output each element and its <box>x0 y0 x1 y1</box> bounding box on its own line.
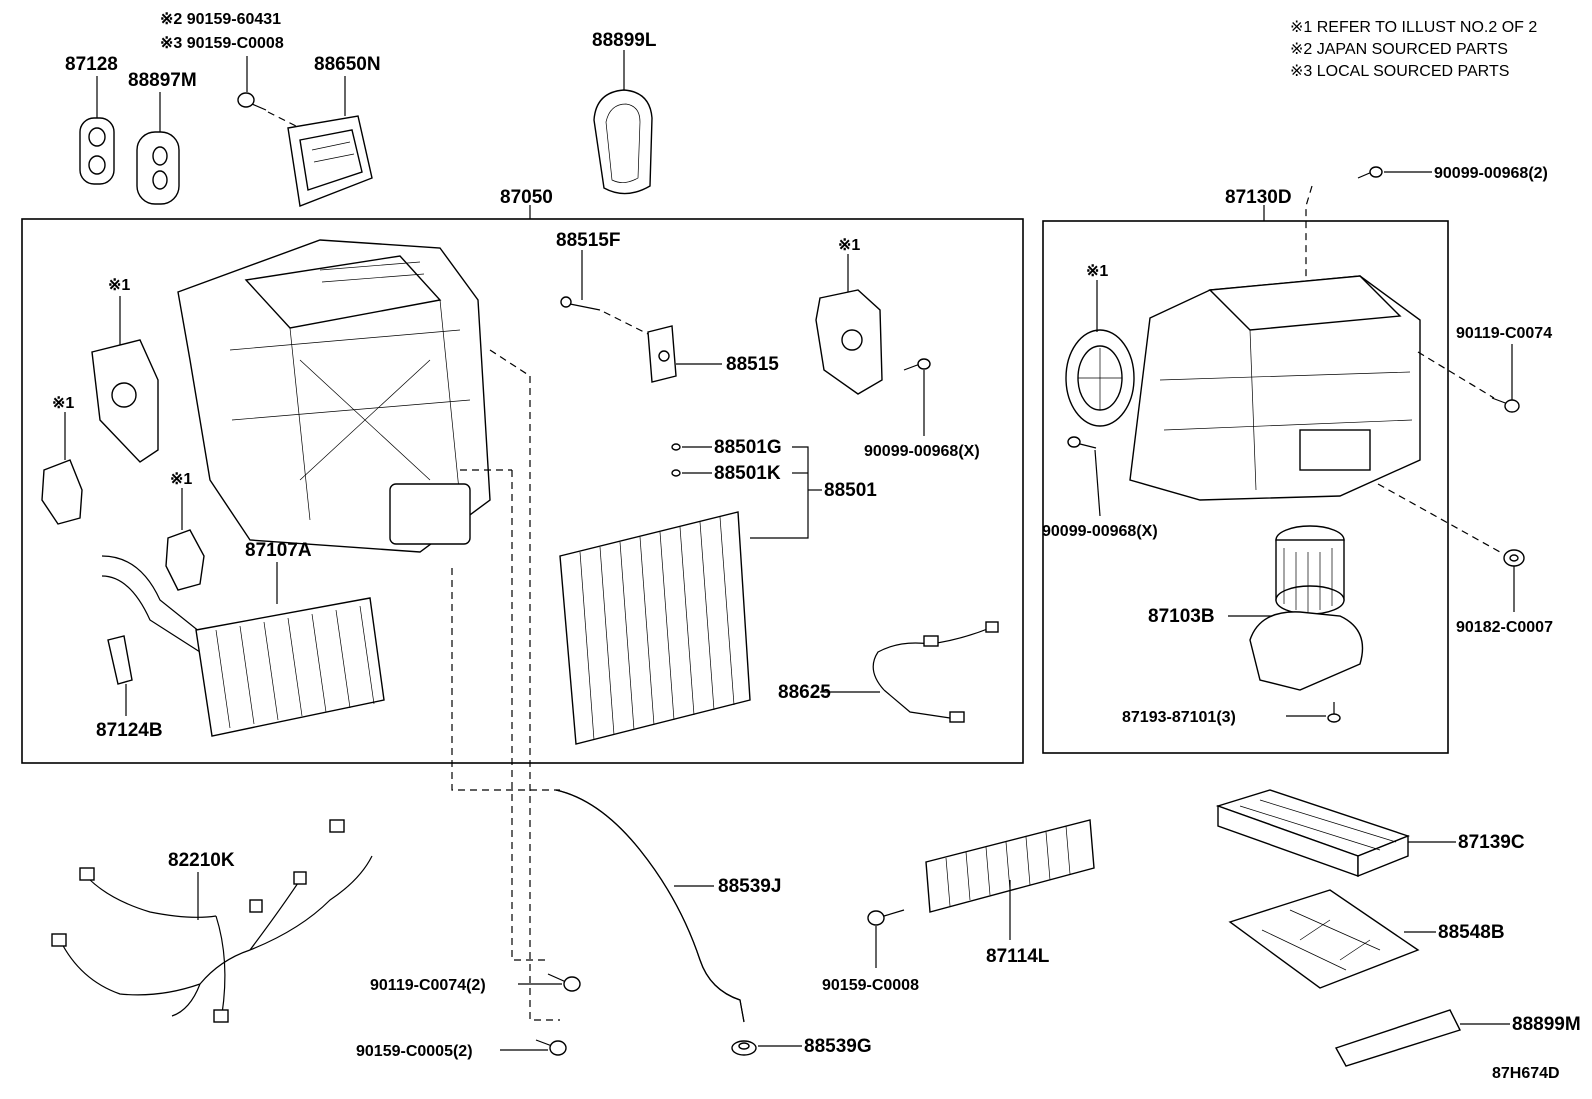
bolt-88515F-part <box>560 296 601 311</box>
label-88501G[interactable]: 88501G <box>714 437 782 458</box>
screw-87193-part <box>1327 702 1341 723</box>
label-90099-00968-X-a[interactable]: 90099-00968(X) <box>864 443 980 460</box>
blower-case-part <box>1129 275 1421 501</box>
actuator-upper-left-part <box>91 339 159 463</box>
blower-unit-box <box>1042 220 1449 754</box>
label-ref1-a: ※1 <box>108 277 130 294</box>
cover-88899M-part <box>1334 1009 1461 1067</box>
label-88899M[interactable]: 88899M <box>1512 1014 1581 1035</box>
label-87139C[interactable]: 87139C <box>1458 832 1525 853</box>
evaporator-88501-part <box>559 511 751 745</box>
frame-87114L-part <box>925 819 1095 913</box>
main-unit-box <box>21 218 1024 764</box>
blower-motor-87103B-part <box>1249 525 1364 691</box>
screw-90099-2-part <box>1357 166 1383 179</box>
filter-tray-88548B-part <box>1228 889 1420 989</box>
label-88501[interactable]: 88501 <box>824 480 877 501</box>
label-88897M[interactable]: 88897M <box>128 70 197 91</box>
damper-part <box>1065 329 1135 427</box>
label-88539G[interactable]: 88539G <box>804 1036 872 1057</box>
label-88899L[interactable]: 88899L <box>592 30 657 51</box>
note-1: ※1 REFER TO ILLUST NO.2 OF 2 <box>1290 19 1537 36</box>
actuator-small-part <box>165 529 205 591</box>
label-87107A[interactable]: 87107A <box>245 540 312 561</box>
label-88548B[interactable]: 88548B <box>1438 922 1505 943</box>
heater-core-87107A-part <box>101 555 385 737</box>
nut-90182-part <box>1503 549 1525 567</box>
screw-90119-part <box>1491 397 1520 413</box>
ecu-88650N-part <box>287 115 373 207</box>
hvac-case-part <box>177 239 491 553</box>
grommet-87128-part <box>79 117 115 185</box>
actuator-lower-left-part <box>41 459 83 525</box>
label-87130D[interactable]: 87130D <box>1225 187 1292 208</box>
label-87193-87101-3[interactable]: 87193-87101(3) <box>1122 709 1236 726</box>
label-ref1-d: ※1 <box>838 237 860 254</box>
seal-88897M-part <box>136 131 180 205</box>
label-ref1-b: ※1 <box>52 395 74 412</box>
label-90099-00968-X-b[interactable]: 90099-00968(X) <box>1042 523 1158 540</box>
label-87103B[interactable]: 87103B <box>1148 606 1215 627</box>
clip-87124B-part <box>107 635 133 685</box>
grommet-88539G-part <box>731 1040 757 1056</box>
label-87114L[interactable]: 87114L <box>986 946 1050 967</box>
note-2: ※2 JAPAN SOURCED PARTS <box>1290 41 1508 58</box>
label-87050[interactable]: 87050 <box>500 187 553 208</box>
expansion-valve-88515-part <box>647 325 677 383</box>
diagram-id: 87H674D <box>1492 1065 1560 1082</box>
cover-88899L-part <box>593 89 653 195</box>
label-90159-60431[interactable]: ※2 90159-60431 <box>160 11 281 28</box>
label-ref1-e: ※1 <box>1086 263 1108 280</box>
label-88515[interactable]: 88515 <box>726 354 779 375</box>
screw-90099-a-part <box>903 358 931 371</box>
screw-90159-bottom-part <box>867 909 905 926</box>
screw-90119-2-part <box>547 973 581 992</box>
duct-88539J-part <box>555 789 745 1023</box>
label-88650N[interactable]: 88650N <box>314 54 381 75</box>
label-88625[interactable]: 88625 <box>778 682 831 703</box>
screw-90159-2-part <box>535 1039 567 1056</box>
label-88539J[interactable]: 88539J <box>718 876 781 897</box>
label-88515F[interactable]: 88515F <box>556 230 620 251</box>
sensor-88625-part <box>872 621 999 723</box>
note-3: ※3 LOCAL SOURCED PARTS <box>1290 63 1509 80</box>
label-87124B[interactable]: 87124B <box>96 720 163 741</box>
label-90159-C0005-2[interactable]: 90159-C0005(2) <box>356 1043 473 1060</box>
wire-harness-82210K-part <box>51 819 373 1023</box>
screw-90099-b-part <box>1067 436 1097 449</box>
label-ref1-c: ※1 <box>170 471 192 488</box>
label-90182-C0007[interactable]: 90182-C0007 <box>1456 619 1553 636</box>
label-90119-C0074-2[interactable]: 90119-C0074(2) <box>370 977 486 994</box>
label-90099-00968-2[interactable]: 90099-00968(2) <box>1434 165 1548 182</box>
label-82210K[interactable]: 82210K <box>168 850 235 871</box>
actuator-upper-right-part <box>815 289 883 395</box>
label-90119-C0074[interactable]: 90119-C0074 <box>1456 325 1552 342</box>
screw-top-part <box>237 92 267 111</box>
cabin-filter-87139C-part <box>1215 789 1411 878</box>
label-90159-C0008-top[interactable]: ※3 90159-C0008 <box>160 35 284 52</box>
label-90159-C0008-bottom[interactable]: 90159-C0008 <box>822 977 919 994</box>
label-87128[interactable]: 87128 <box>65 54 118 75</box>
label-88501K[interactable]: 88501K <box>714 463 781 484</box>
